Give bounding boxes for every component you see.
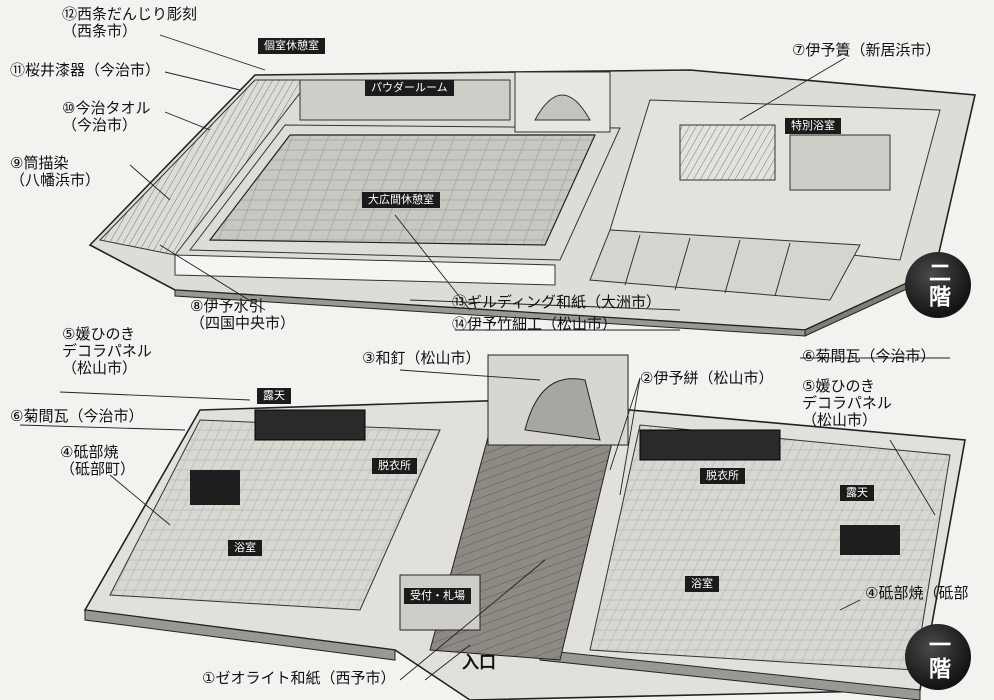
label-13: ⑬ギルディング和紙（大洲市） [452,293,661,311]
second-floor-badge: 二階 [905,252,971,318]
room-rotenburo-right: 露天 [840,485,874,501]
room-dressing-left: 脱衣所 [372,458,417,474]
label-14: ⑭伊予竹細工（松山市） [452,315,618,333]
label-8: ⑧伊予水引 （四国中央市） [190,297,296,332]
label-7: ⑦伊予簀（新居浜市） [792,41,941,59]
label-6-right: ⑥菊間瓦（今治市） [802,347,936,365]
label-5-left: ⑤媛ひのき デコラパネル （松山市） [62,325,152,377]
room-reception: 受付・札場 [404,588,471,604]
label-4-left: ④砥部焼 （砥部町） [60,443,136,478]
room-bath-left: 浴室 [228,540,262,556]
label-1: ①ゼオライト和紙（西予市） [202,669,396,687]
first-floor-badge: 一階 [905,624,971,690]
label-10: ⑩今治タオル （今治市） [62,99,151,134]
label-3: ③和釘（松山市） [362,349,481,367]
label-4-right: ④砥部焼（砥部 [865,584,969,602]
label-5-right: ⑤媛ひのき デコラパネル （松山市） [802,377,892,429]
room-dressing-right: 脱衣所 [700,468,745,484]
label-9: ⑨筒描染 （八幡浜市） [10,154,101,189]
leader-lines [19,34,950,681]
room-rotenburo-left: 露天 [257,388,291,404]
first-floor [83,354,966,700]
room-special-bath: 特別浴室 [785,118,841,134]
label-6-left: ⑥菊間瓦（今治市） [10,407,144,425]
label-11: ⑪桜井漆器（今治市） [10,61,161,79]
room-bath-right: 浴室 [685,576,719,592]
label-12: ⑫西条だんじり彫刻 （西条市） [62,5,198,40]
entrance-label: 入口 [462,653,496,673]
room-hall: 大広間休憩室 [362,192,440,208]
room-private-rest: 個室休憩室 [258,38,325,54]
room-powder: パウダールーム [365,80,454,96]
label-2: ②伊予絣（松山市） [640,369,774,387]
second-floor [88,69,976,337]
